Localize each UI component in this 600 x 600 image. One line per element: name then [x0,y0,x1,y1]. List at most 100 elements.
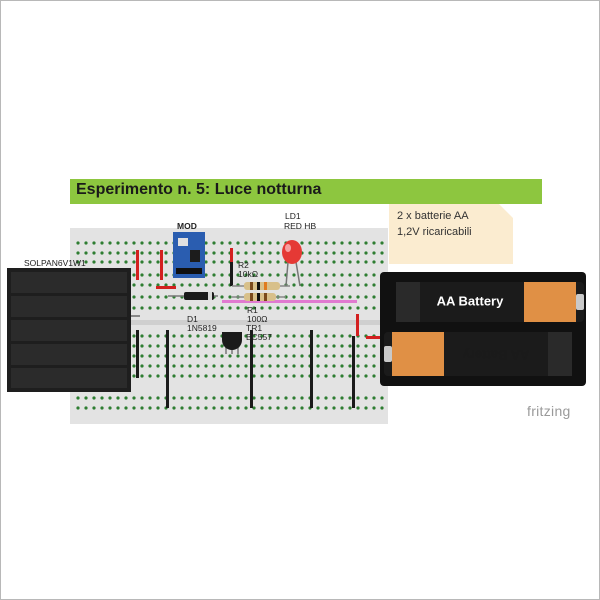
r2-body [244,282,280,290]
breadboard-hole [268,273,272,277]
breadboard-hole [300,295,304,299]
breadboard-hole [308,241,312,245]
breadboard-hole [148,396,152,400]
breadboard-hole [84,241,88,245]
breadboard-hole [268,260,272,264]
breadboard-hole [132,406,136,410]
breadboard-hole [252,406,256,410]
breadboard-hole [220,283,224,287]
r2-band-1 [250,282,253,290]
breadboard-hole [380,406,384,410]
breadboard-hole [340,334,344,338]
breadboard-hole [372,374,376,378]
breadboard-hole [324,344,328,348]
breadboard-hole [156,344,160,348]
breadboard-hole [244,334,248,338]
breadboard-hole [196,354,200,358]
breadboard-hole [364,241,368,245]
breadboard-hole [180,364,184,368]
breadboard-hole [316,344,320,348]
tr1-transistor [222,332,242,354]
breadboard-hole [148,344,152,348]
breadboard-hole [196,406,200,410]
breadboard-hole [348,283,352,287]
breadboard-hole [268,364,272,368]
breadboard-hole [140,374,144,378]
breadboard-hole [180,334,184,338]
breadboard-hole [244,364,248,368]
breadboard-hole [300,283,304,287]
breadboard-hole [308,295,312,299]
breadboard-hole [348,396,352,400]
breadboard-hole [132,283,136,287]
breadboard-hole [284,374,288,378]
breadboard-hole [292,295,296,299]
breadboard-hole [252,364,256,368]
breadboard-hole [172,334,176,338]
breadboard-hole [204,273,208,277]
breadboard-hole [220,354,224,358]
breadboard-hole [300,396,304,400]
battery-top-terminal [576,294,584,310]
solar-cell [11,296,127,317]
led-lead-2 [295,261,301,287]
breadboard-hole [380,251,384,255]
breadboard-hole [316,273,320,277]
r2-band-3 [264,282,267,290]
breadboard-hole [156,354,160,358]
breadboard-hole [100,396,104,400]
breadboard-hole [132,344,136,348]
breadboard-hole [140,295,144,299]
pink-jumper-wire [222,300,357,303]
breadboard-hole [324,241,328,245]
breadboard-hole [76,251,80,255]
breadboard-hole [340,306,344,310]
breadboard-hole [356,251,360,255]
breadboard-hole [364,406,368,410]
breadboard-hole [276,406,280,410]
battery-top-copper [524,282,576,322]
breadboard-hole [188,406,192,410]
breadboard-hole [76,241,80,245]
breadboard-hole [100,406,104,410]
breadboard-hole [156,374,160,378]
breadboard-hole [332,406,336,410]
black-wire-3 [230,260,233,286]
breadboard-hole [276,396,280,400]
breadboard-hole [260,241,264,245]
breadboard-hole [308,273,312,277]
breadboard-hole [332,334,336,338]
breadboard-hole [116,251,120,255]
breadboard-hole [260,260,264,264]
breadboard-hole [212,406,216,410]
battery-top-terminal-end [396,282,420,322]
breadboard-hole [324,334,328,338]
breadboard-hole [204,354,208,358]
breadboard-hole [236,364,240,368]
breadboard-hole [228,354,232,358]
ld1-type-label: RED HB [284,221,316,231]
solar-cell [11,320,127,341]
breadboard-hole [84,396,88,400]
breadboard-hole [164,241,168,245]
breadboard-hole [284,354,288,358]
breadboard-hole [188,354,192,358]
breadboard-hole [332,283,336,287]
note-line-2: 1,2V ricaricabili [397,226,472,238]
red-wire-6 [366,336,384,339]
breadboard-hole [140,396,144,400]
breadboard-hole [260,354,264,358]
red-wire-1 [136,250,139,280]
breadboard-hole [252,396,256,400]
led-body [282,240,302,264]
black-wire-5 [310,330,313,408]
breadboard-hole [348,306,352,310]
diode-band [208,292,212,300]
breadboard-hole [164,295,168,299]
module-port [178,238,188,246]
breadboard-hole [92,406,96,410]
battery-top [396,282,584,322]
breadboard-hole [316,364,320,368]
battery-bottom-label: AA Battery [462,348,529,363]
breadboard-hole [268,354,272,358]
